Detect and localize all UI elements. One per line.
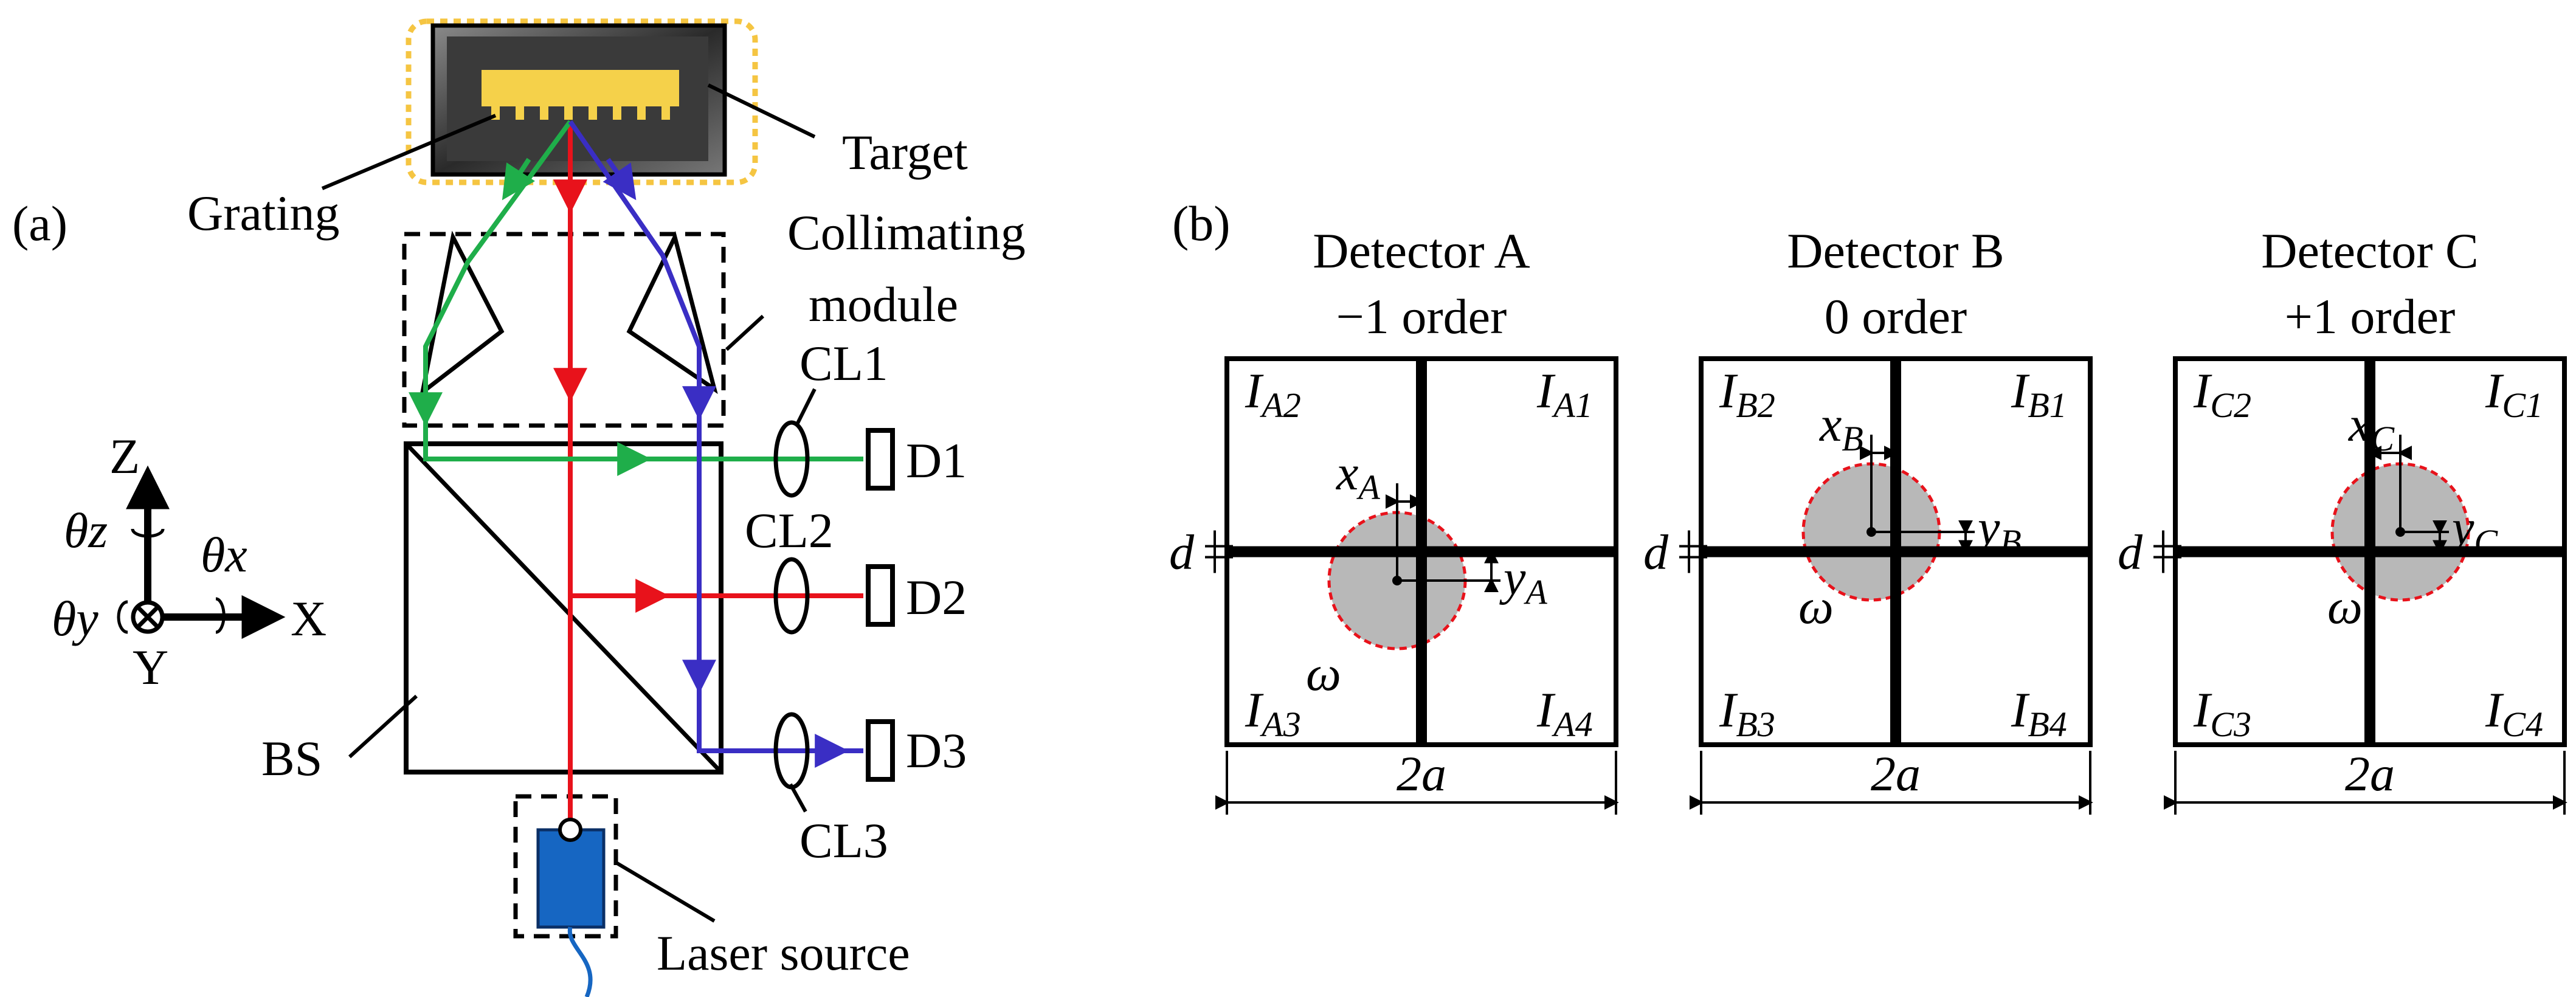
rotation-z-icon (131, 528, 165, 538)
label-target: Target (842, 125, 968, 180)
laser-cable (567, 926, 593, 997)
width-label: 2a (1397, 746, 1446, 801)
intensity-q1: IC1 (2485, 363, 2543, 425)
label-cl2: CL2 (745, 503, 834, 558)
prism-left (419, 230, 505, 398)
cl3-leader (789, 783, 807, 813)
coordinate-system: Z X Y θz θx θy (52, 429, 326, 695)
x-offset-label: xA (1336, 445, 1380, 507)
x-offset-label: xB (1819, 396, 1863, 458)
gap-d-label: d (1643, 525, 1669, 580)
cl1-leader (795, 388, 817, 427)
target-leader (707, 83, 816, 139)
detector-title: Detector A (1313, 223, 1530, 278)
theta-y-label: θy (52, 591, 98, 646)
rotation-y-icon (117, 600, 128, 634)
width-label: 2a (1871, 746, 1921, 801)
collimating-module-box (402, 232, 726, 428)
grating (482, 70, 679, 120)
detector-d2 (866, 564, 895, 627)
intensity-q4: IA4 (1536, 682, 1593, 744)
detector-title: Detector B (1787, 223, 2004, 278)
width-label: 2a (2345, 746, 2395, 801)
green-beam (409, 120, 863, 476)
axis-y-label: Y (133, 640, 168, 695)
intensity-q2: IB2 (1719, 363, 1775, 425)
laser-source (536, 828, 606, 929)
label-d2: D2 (906, 570, 967, 625)
blue-beam (568, 120, 863, 768)
panel-b: (b) (1172, 196, 1231, 251)
intensity-q3: IB3 (1719, 682, 1775, 744)
gap-d-label: d (1169, 525, 1195, 580)
panel-a-tag: (a) (12, 196, 67, 251)
axis-z-label: Z (109, 429, 140, 484)
collimating-leader (725, 314, 765, 351)
lens-cl2 (773, 557, 810, 635)
y-offset-label: yB (1973, 500, 2022, 562)
detector-d1 (866, 428, 895, 491)
bs-leader (348, 694, 418, 759)
label-cl3: CL3 (799, 813, 888, 868)
intensity-q1: IA1 (1536, 363, 1593, 425)
intensity-q2: IA2 (1245, 363, 1301, 425)
y-offset-label: yC (2448, 500, 2498, 562)
diffraction-order: −1 order (1336, 289, 1507, 344)
diffraction-order: 0 order (1825, 289, 1967, 344)
intensity-q1: IB1 (2011, 363, 2067, 425)
rotation-x-icon (215, 597, 226, 634)
beam-splitter-diagonal (404, 442, 723, 774)
prism-right (626, 230, 718, 395)
gap-d-label: d (2118, 525, 2143, 580)
detector-title: Detector C (2261, 223, 2478, 278)
label-bs: BS (261, 731, 322, 786)
spot-omega-label: ω (1798, 579, 1834, 634)
intensity-q4: IC4 (2485, 682, 2543, 744)
laser-leader (616, 861, 716, 923)
laser-source-box (513, 794, 618, 939)
y-offset-label: yA (1499, 550, 1547, 612)
detector-d3 (866, 719, 895, 782)
intensity-q4: IB4 (2011, 682, 2067, 744)
axis-x-label: X (291, 591, 326, 646)
lens-cl1 (773, 420, 810, 498)
x-offset-label: xC (2348, 396, 2395, 458)
red-beam (553, 122, 863, 842)
theta-x-label: θx (201, 527, 247, 582)
label-collimating: Collimating (787, 205, 1026, 260)
intensity-q2: IC2 (2193, 363, 2251, 425)
intensity-q3: IA3 (1245, 682, 1301, 744)
label-d1: D1 (906, 433, 967, 488)
label-grating: Grating (187, 185, 339, 241)
grating-leader (321, 114, 497, 190)
intensity-q3: IC3 (2193, 682, 2251, 744)
diffraction-order: +1 order (2285, 289, 2456, 344)
panel-b-tag: (b) (1172, 196, 1231, 251)
spot-omega-label: ω (1306, 646, 1341, 701)
label-laser-source: Laser source (657, 925, 910, 981)
label-module: module (809, 277, 958, 332)
panel-a: (a) Target Grating Collimating module (12, 18, 1026, 997)
label-d3: D3 (906, 723, 967, 778)
theta-z-label: θz (64, 503, 108, 558)
label-cl1: CL1 (799, 336, 888, 391)
spot-omega-label: ω (2327, 579, 2363, 634)
